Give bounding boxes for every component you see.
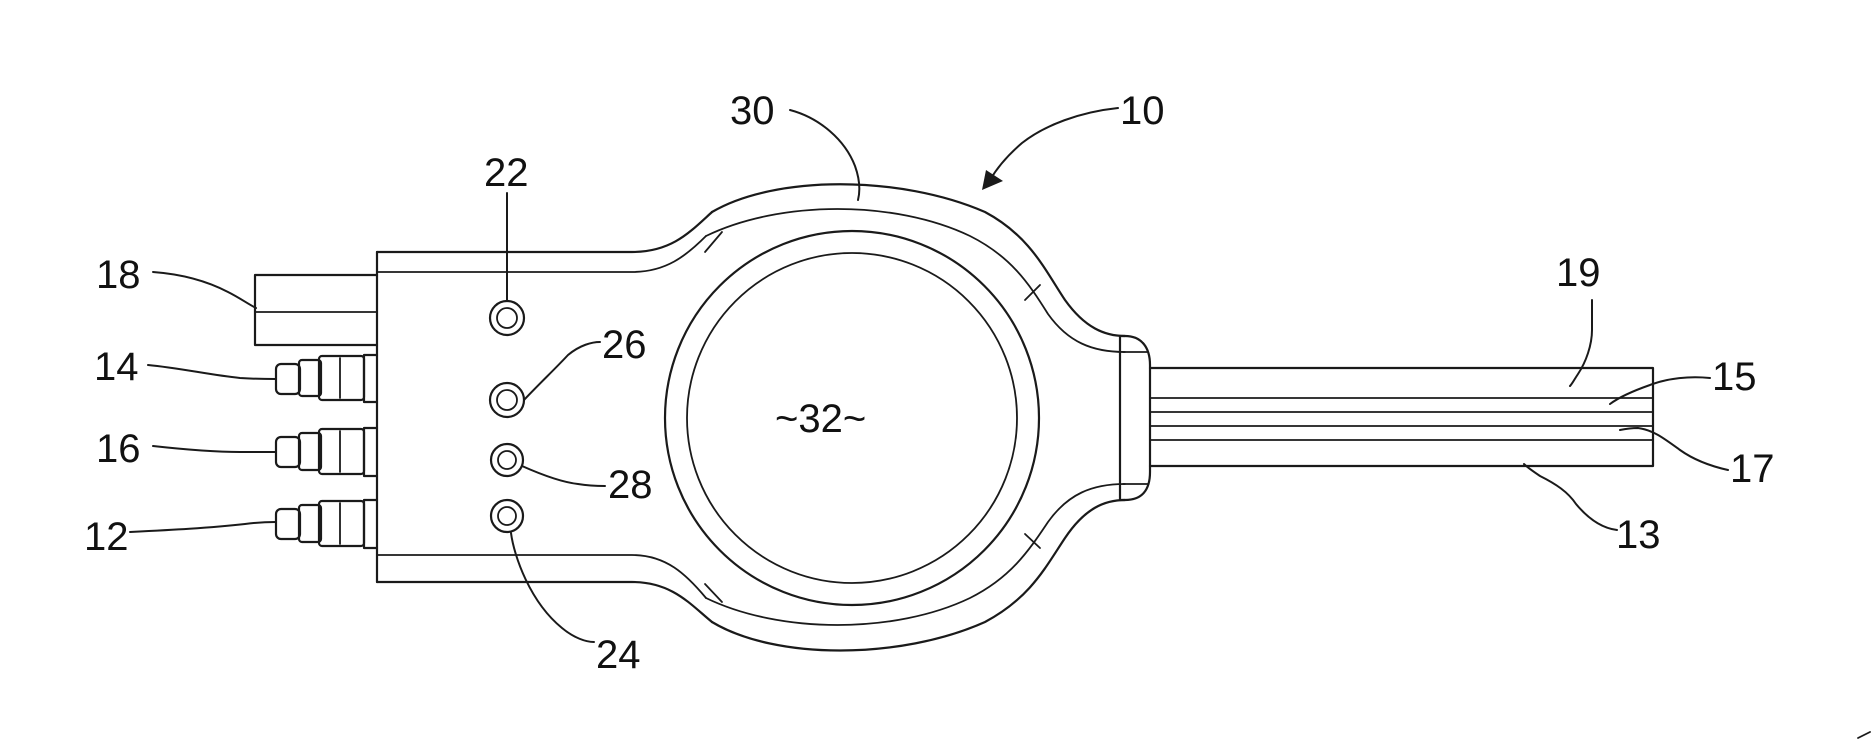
leader-lines bbox=[130, 108, 1728, 642]
label-26: 26 bbox=[602, 323, 647, 367]
ports bbox=[490, 301, 524, 532]
label-32: ~32~ bbox=[775, 397, 866, 441]
label-30: 30 bbox=[730, 89, 775, 133]
label-22: 22 bbox=[484, 151, 529, 195]
connector-18 bbox=[255, 275, 377, 345]
port-22 bbox=[490, 301, 524, 335]
label-17: 17 bbox=[1730, 447, 1775, 491]
label-10: 10 bbox=[1120, 89, 1165, 133]
label-14: 14 bbox=[94, 345, 139, 389]
label-13: 13 bbox=[1616, 513, 1661, 557]
label-12: 12 bbox=[84, 515, 129, 559]
port-24 bbox=[491, 500, 523, 532]
label-16: 16 bbox=[96, 427, 141, 471]
corner-mark bbox=[1858, 732, 1870, 738]
fitting-14 bbox=[276, 355, 377, 402]
port-28 bbox=[491, 444, 523, 476]
tube-bundle bbox=[1150, 368, 1653, 466]
label-24: 24 bbox=[596, 633, 641, 677]
label-15: 15 bbox=[1712, 355, 1757, 399]
fitting-16 bbox=[276, 428, 377, 476]
label-28: 28 bbox=[608, 463, 653, 507]
label-19: 19 bbox=[1556, 251, 1601, 295]
label-18: 18 bbox=[96, 253, 141, 297]
tail-connector bbox=[1120, 336, 1150, 500]
housing-body bbox=[377, 212, 712, 622]
body-outline bbox=[705, 184, 1125, 650]
port-26 bbox=[490, 383, 524, 417]
fitting-12 bbox=[276, 500, 377, 548]
